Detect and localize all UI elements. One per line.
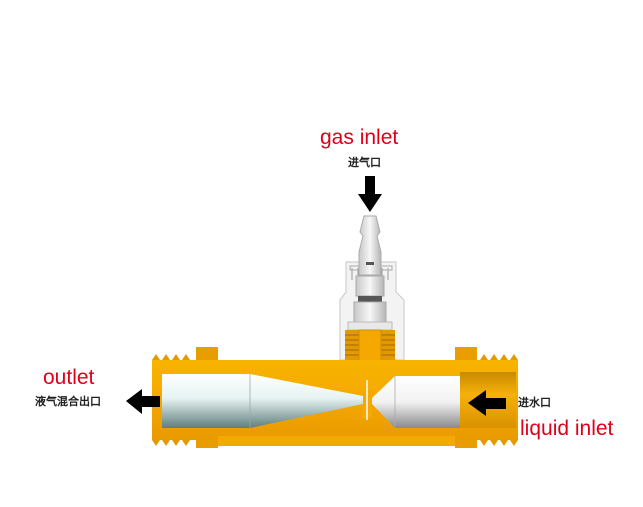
outlet-cn-label: 液气混合出口 — [35, 395, 101, 408]
venturi-bore — [162, 374, 460, 428]
gas-inlet-label: gas inlet — [320, 126, 399, 149]
liquid-inlet-label: liquid inlet — [520, 417, 614, 440]
outlet-arrow-icon — [126, 389, 160, 414]
liquid-inlet-cn-label: 进水口 — [518, 396, 551, 409]
gas-barb-fitting — [347, 215, 393, 331]
outlet-label: outlet — [43, 366, 95, 389]
gas-inlet-arrow-icon — [358, 176, 382, 212]
liquid-inlet-arrow-icon — [468, 390, 506, 416]
gas-inlet-cn-label: 进气口 — [348, 156, 381, 169]
